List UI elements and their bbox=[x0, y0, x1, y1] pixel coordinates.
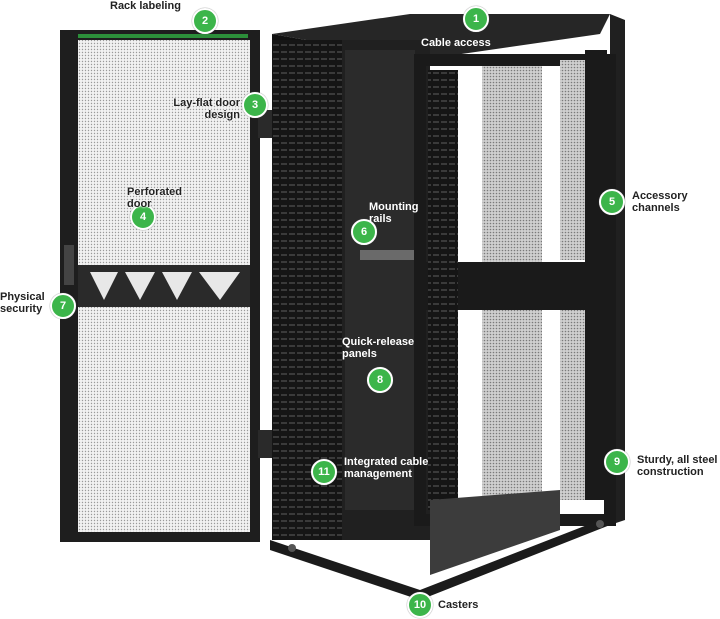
callout-badge: 4 bbox=[130, 204, 156, 230]
callout-badge: 2 bbox=[192, 8, 218, 34]
callout-label: Physical security bbox=[0, 291, 45, 315]
rack-cabinet bbox=[270, 14, 625, 600]
callout-label: Accessory channels bbox=[632, 190, 688, 214]
callout-badge: 9 bbox=[604, 449, 630, 475]
callout-label: Quick-release panels bbox=[342, 336, 415, 360]
callout-badge: 1 bbox=[463, 6, 489, 32]
callout-label: Lay-flat door design bbox=[173, 97, 240, 121]
callout-label: Sturdy, all steel construction bbox=[637, 454, 718, 478]
callout-label: Mounting rails bbox=[369, 201, 419, 225]
callout-badge: 10 bbox=[407, 592, 433, 618]
front-door bbox=[60, 30, 272, 542]
callout-badge: 5 bbox=[599, 189, 625, 215]
callout-label: Perforated door bbox=[127, 186, 183, 210]
callout-label: Rack labeling bbox=[110, 0, 181, 12]
callout-badge: 6 bbox=[351, 219, 377, 245]
callout-badge: 7 bbox=[50, 293, 76, 319]
callout-badge: 8 bbox=[367, 367, 393, 393]
callout-label: Cable access bbox=[421, 37, 491, 49]
callout-badge: 3 bbox=[242, 92, 268, 118]
callout-label: Integrated cable management bbox=[344, 456, 429, 480]
callout-badge: 11 bbox=[311, 459, 337, 485]
callout-label: Casters bbox=[438, 599, 479, 611]
